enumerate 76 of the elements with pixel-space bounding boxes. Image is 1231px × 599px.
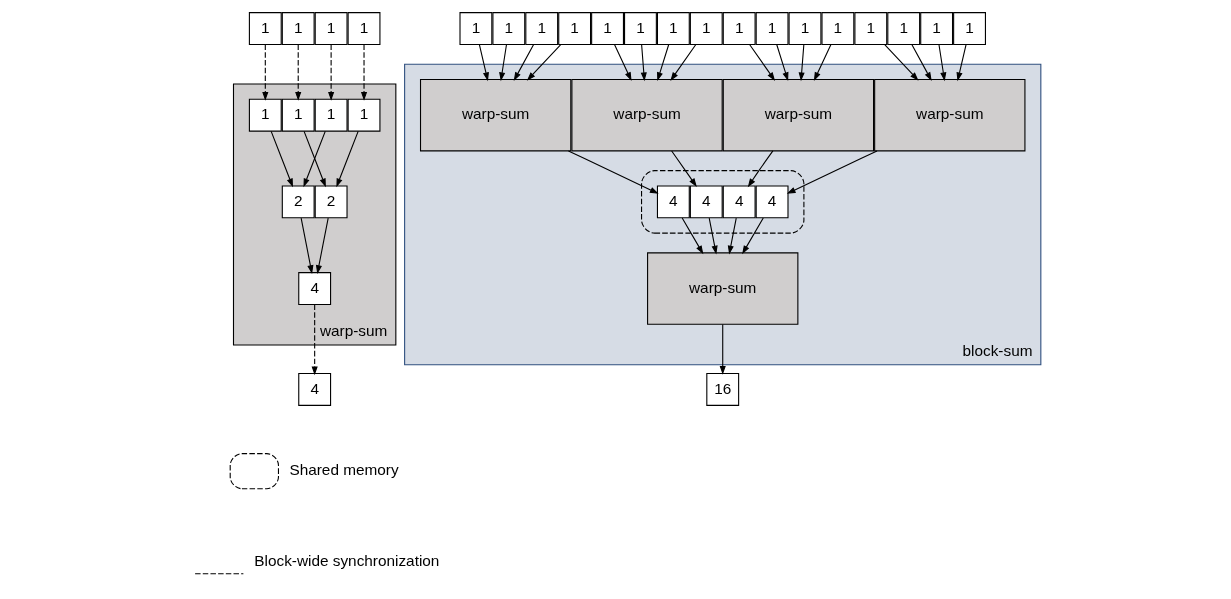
node-box: 1	[558, 12, 592, 45]
arrow	[776, 44, 789, 82]
arrow	[798, 44, 805, 82]
node-box: 1	[248, 12, 282, 45]
node-box: 1	[788, 12, 822, 45]
node-box: 2	[314, 185, 348, 219]
arrow	[719, 323, 726, 375]
arrow	[360, 44, 368, 101]
arrow	[749, 44, 776, 81]
node-box: 1	[887, 12, 921, 45]
legend-label: Shared memory	[289, 461, 399, 479]
arrow	[657, 44, 670, 82]
node-box: 1	[281, 98, 315, 132]
arrow	[911, 44, 932, 81]
cluster	[641, 170, 805, 234]
node-box: 1	[248, 98, 282, 132]
node-box: 1	[314, 12, 348, 45]
node-box: 1	[281, 12, 315, 45]
node-box: 1	[854, 12, 888, 45]
node-box: warp-sum	[647, 252, 799, 325]
arrow	[300, 217, 314, 275]
node-box: 4	[722, 185, 756, 219]
legend-label: Block-wide synchronization	[254, 552, 440, 570]
node-box: 1	[689, 12, 723, 45]
node-box: 1	[459, 12, 493, 45]
node-box: 1	[755, 12, 789, 45]
node-box: 1	[492, 12, 526, 45]
arrow	[671, 150, 697, 188]
node-box: 2	[281, 185, 315, 219]
node-box: 1	[722, 12, 756, 45]
arrow	[938, 44, 947, 82]
node-box: 1	[656, 12, 690, 45]
node-box: warp-sum	[571, 79, 723, 152]
node-box: 4	[689, 185, 723, 219]
node-box: 1	[821, 12, 855, 45]
node-box: 1	[314, 98, 348, 132]
arrow	[270, 130, 293, 188]
arrow	[303, 130, 326, 188]
node-box: 4	[755, 185, 789, 219]
node-box: 1	[920, 12, 954, 45]
arrow	[640, 44, 647, 82]
node-box: 1	[525, 12, 559, 45]
arrow	[727, 217, 737, 255]
arrow	[786, 150, 878, 194]
node-box: 1	[953, 12, 986, 45]
arrow	[567, 150, 659, 194]
node-box: warp-sum	[419, 79, 572, 152]
node-box: 1	[624, 12, 657, 45]
node-box: 1	[347, 12, 381, 45]
arrow	[747, 150, 774, 188]
arrow	[262, 44, 269, 101]
arrow	[311, 304, 318, 376]
arrow	[499, 44, 507, 82]
node-box: 4	[656, 185, 690, 219]
node-box: 1	[591, 12, 624, 45]
arrow	[681, 217, 704, 255]
arrow	[513, 44, 535, 81]
arrow	[614, 44, 632, 82]
arrow	[526, 44, 562, 81]
arrow	[670, 44, 697, 81]
arrow	[742, 217, 764, 255]
node-box: 1	[347, 98, 381, 132]
node-box: warp-sum	[722, 79, 875, 152]
arrow	[956, 44, 967, 82]
arrow	[295, 44, 302, 101]
node-box: 16	[706, 373, 740, 406]
arrow	[328, 44, 335, 101]
arrow	[478, 44, 489, 82]
arrow	[813, 44, 832, 82]
node-box: 4	[298, 373, 332, 406]
arrow	[884, 44, 919, 81]
arrow	[336, 130, 359, 188]
arrow	[708, 217, 718, 255]
node-box: 4	[298, 272, 332, 305]
arrow	[315, 217, 329, 275]
node-box: warp-sum	[874, 79, 1026, 152]
